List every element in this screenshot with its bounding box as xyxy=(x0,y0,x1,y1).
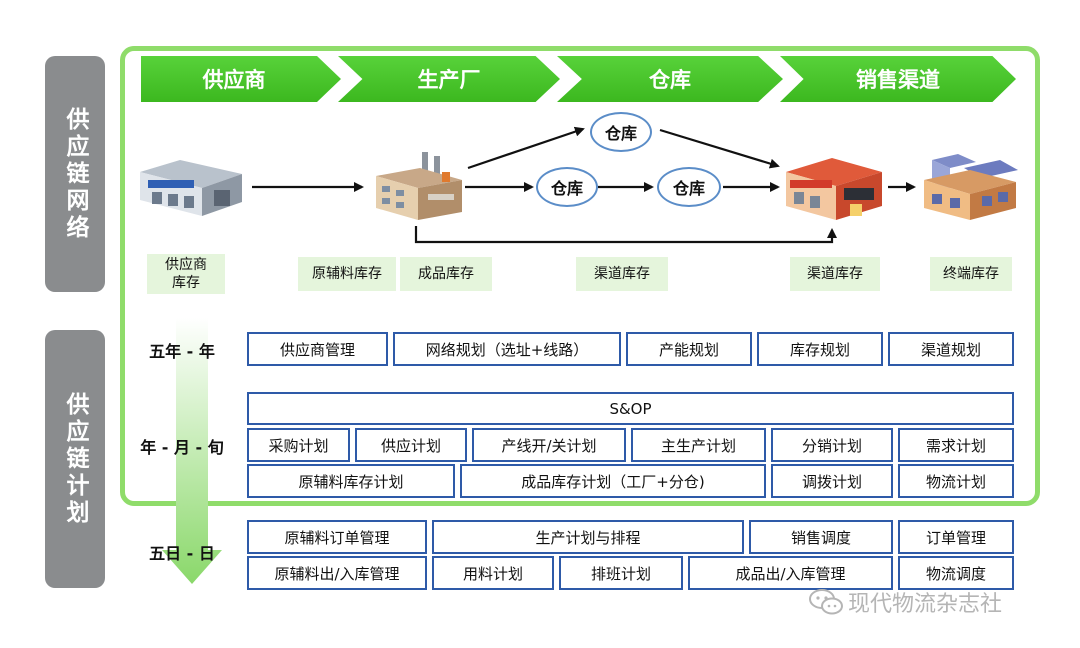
box-capacity-planning: 产能规划 xyxy=(626,332,752,366)
time-arrow xyxy=(162,318,222,584)
chevron-factory: 生产厂 xyxy=(338,56,560,102)
row-label-mid-term: 年 - 月 - 旬 xyxy=(140,438,224,457)
box-supply-plan: 供应计划 xyxy=(355,428,467,462)
box-raw-material-order-management: 原辅料订单管理 xyxy=(247,520,427,554)
supplier-warehouse-icon xyxy=(140,160,242,216)
tag-raw-material-inventory: 原辅料库存 xyxy=(298,257,396,291)
planning-side-label: 供应链计划 xyxy=(45,330,105,588)
box-channel-planning: 渠道规划 xyxy=(888,332,1014,366)
warehouse-node-middle-left: 仓库 xyxy=(536,167,598,207)
box-distribution-plan: 分销计划 xyxy=(771,428,893,462)
box-shift-scheduling: 排班计划 xyxy=(559,556,683,590)
retail-store-icon xyxy=(786,158,882,220)
row-label-long-term: 五年 - 年 xyxy=(149,342,215,361)
box-raw-material-in-out-management: 原辅料出/入库管理 xyxy=(247,556,427,590)
box-logistics-plan: 物流计划 xyxy=(898,464,1014,498)
box-production-scheduling: 生产计划与排程 xyxy=(432,520,744,554)
warehouse-node-top-label: 仓库 xyxy=(604,124,637,143)
box-order-management: 订单管理 xyxy=(898,520,1014,554)
box-master-production-plan: 主生产计划 xyxy=(631,428,766,462)
tag-supplier-inventory: 供应商 库存 xyxy=(147,254,225,294)
warehouse-node-top: 仓库 xyxy=(590,112,652,152)
box-transfer-plan: 调拨计划 xyxy=(771,464,893,498)
box-procurement-plan: 采购计划 xyxy=(247,428,350,462)
network-side-label: 供应链网络 xyxy=(45,56,105,292)
warehouse-node-middle-right-label: 仓库 xyxy=(672,179,705,198)
wechat-icon xyxy=(809,589,843,615)
warehouse-node-middle-left-label: 仓库 xyxy=(550,179,583,198)
box-material-usage-plan: 用料计划 xyxy=(432,556,554,590)
watermark-text: 现代物流杂志社 xyxy=(848,592,1003,617)
box-network-planning: 网络规划（选址+线路） xyxy=(393,332,621,366)
box-logistics-dispatch: 物流调度 xyxy=(898,556,1014,590)
watermark: 现代物流杂志社 xyxy=(808,586,1048,618)
chevron-warehouse-label: 仓库 xyxy=(649,68,691,92)
chevron-factory-label: 生产厂 xyxy=(417,68,481,92)
chevron-sales-channel-label: 销售渠道 xyxy=(856,68,940,92)
box-sales-dispatch: 销售调度 xyxy=(749,520,893,554)
chevron-supplier: 供应商 xyxy=(141,56,341,102)
tag-channel-inventory-sales: 渠道库存 xyxy=(790,257,880,291)
chevron-sales-channel: 销售渠道 xyxy=(780,56,1016,102)
box-inventory-planning: 库存规划 xyxy=(757,332,883,366)
warehouse-node-middle-right: 仓库 xyxy=(657,167,721,207)
factory-icon xyxy=(376,152,462,220)
box-line-open-close-plan: 产线开/关计划 xyxy=(472,428,626,462)
box-supplier-management: 供应商管理 xyxy=(247,332,388,366)
box-finished-goods-inventory-plan: 成品库存计划（工厂+分仓) xyxy=(460,464,766,498)
tag-channel-inventory-warehouse: 渠道库存 xyxy=(576,257,668,291)
row-label-short-term: 五日 - 日 xyxy=(149,544,215,563)
chevron-supplier-label: 供应商 xyxy=(202,68,266,92)
chevron-warehouse: 仓库 xyxy=(557,56,783,102)
box-demand-plan: 需求计划 xyxy=(898,428,1014,462)
tag-terminal-inventory: 终端库存 xyxy=(930,257,1012,291)
box-raw-material-inventory-plan: 原辅料库存计划 xyxy=(247,464,455,498)
box-sop: S&OP xyxy=(247,392,1014,425)
terminal-store-icon xyxy=(924,154,1018,220)
tag-finished-goods-inventory: 成品库存 xyxy=(400,257,492,291)
box-finished-goods-in-out-management: 成品出/入库管理 xyxy=(688,556,893,590)
